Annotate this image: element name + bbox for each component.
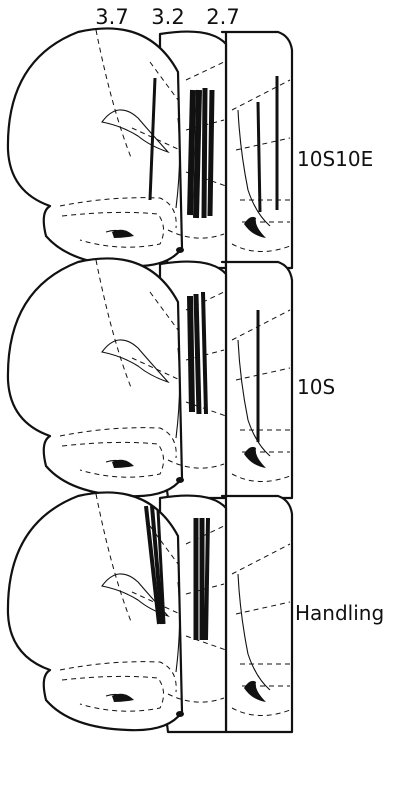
region-boundary — [61, 211, 164, 248]
coord-label-3: 2.7 — [206, 5, 239, 29]
cannula-track — [156, 509, 166, 625]
commissure-mark — [112, 693, 134, 702]
lateral-ventricle-outline — [101, 339, 170, 384]
ventricle-mark — [176, 247, 184, 253]
cannula-track — [256, 101, 262, 213]
region-boundary — [95, 259, 133, 391]
region-boundary — [149, 291, 179, 331]
cannula-track — [193, 89, 202, 219]
internal-contour — [175, 581, 181, 673]
tract-mark — [244, 216, 266, 238]
region-boundary — [167, 229, 225, 239]
region-boundary — [231, 707, 291, 716]
cannula-track — [201, 291, 208, 415]
section-outline-anterior — [6, 491, 184, 732]
section-outline-anterior — [6, 27, 184, 268]
commissure-mark — [112, 229, 134, 238]
cannula-track — [201, 87, 208, 219]
region-boundary — [235, 367, 291, 381]
lateral-ventricle-outline — [101, 109, 170, 154]
coordinate-labels: 3.7 3.2 2.7 — [95, 5, 239, 29]
cannula-track — [207, 89, 215, 217]
tract-mark — [244, 446, 266, 468]
region-boundary — [185, 525, 225, 545]
group-label-3: Handling — [295, 601, 384, 625]
internal-contour — [175, 347, 181, 439]
cannula-track — [150, 505, 164, 625]
group-label-2: 10S — [297, 375, 335, 399]
region-boundary — [61, 441, 164, 478]
region-boundary — [167, 459, 225, 469]
internal-contour — [237, 339, 271, 457]
region-boundary — [231, 243, 291, 252]
commissure-mark — [112, 459, 134, 468]
group-labels: 10S10E 10S Handling — [295, 147, 384, 625]
lateral-ventricle-outline — [101, 573, 170, 618]
cannula-track — [193, 293, 202, 415]
region-boundary — [231, 79, 291, 111]
region-boundary — [235, 601, 291, 615]
region-boundary — [149, 61, 179, 101]
region-boundary — [231, 543, 291, 575]
region-boundary — [95, 493, 133, 625]
internal-contour — [175, 117, 181, 209]
cannula-track — [187, 89, 196, 216]
cannula-track — [204, 517, 210, 641]
section-panel-1 — [6, 27, 294, 270]
cannula-track — [148, 77, 157, 201]
region-boundary — [61, 675, 164, 712]
internal-contour — [237, 109, 271, 227]
ventricle-mark — [176, 711, 184, 717]
region-boundary — [149, 525, 179, 565]
internal-contour — [237, 573, 271, 691]
tract-mark — [244, 680, 266, 702]
region-boundary — [231, 309, 291, 341]
cannula-track — [187, 295, 195, 413]
section-outline-posterior — [220, 494, 294, 734]
group-label-1: 10S10E — [297, 147, 373, 171]
region-boundary — [95, 29, 133, 161]
coord-label-2: 3.2 — [151, 5, 184, 29]
region-boundary — [167, 693, 225, 703]
cannula-track — [144, 505, 161, 625]
ventricle-mark — [176, 477, 184, 483]
section-panel-3 — [6, 491, 294, 734]
section-panel-2 — [6, 257, 294, 500]
section-outline-anterior — [6, 257, 184, 498]
region-boundary — [235, 137, 291, 151]
region-boundary — [185, 61, 225, 81]
coord-label-1: 3.7 — [95, 5, 128, 29]
region-boundary — [231, 473, 291, 482]
region-boundary — [185, 635, 227, 651]
